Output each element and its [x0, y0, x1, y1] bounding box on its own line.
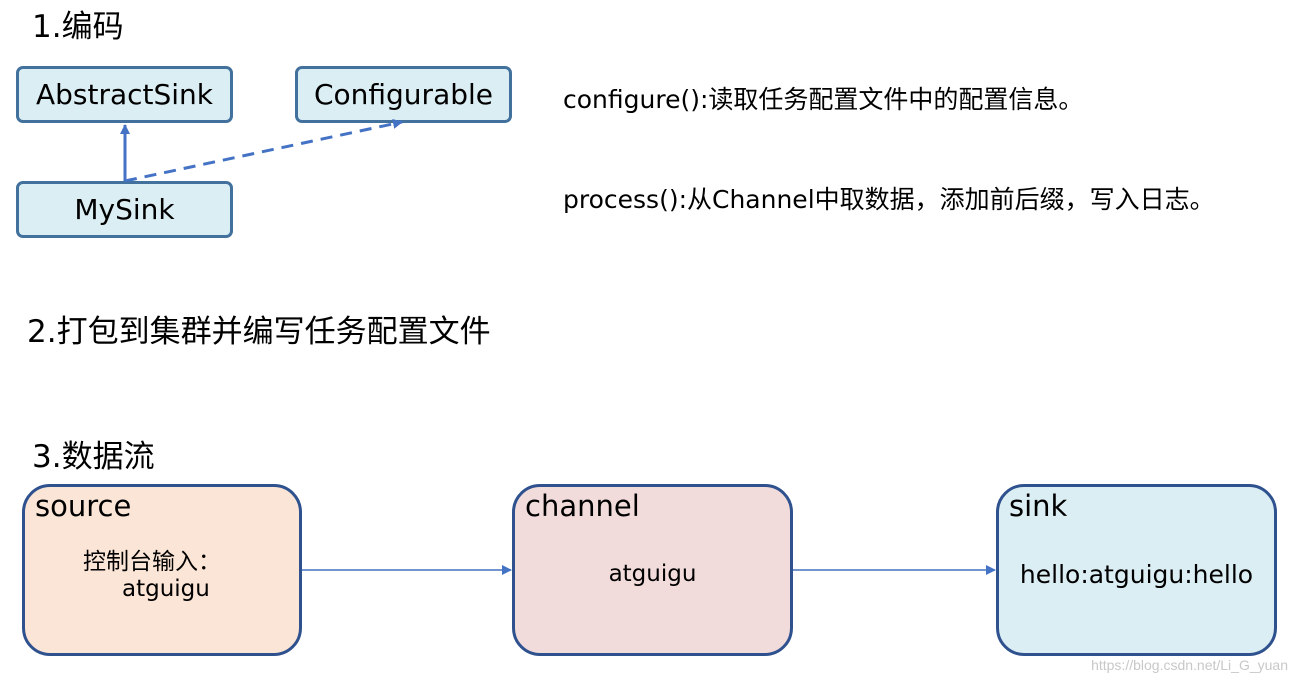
my-sink-box: MySink: [16, 181, 233, 238]
section3-heading: 3.数据流: [32, 439, 155, 475]
sink-title: sink: [1009, 489, 1068, 523]
configurable-label: Configurable: [313, 78, 494, 111]
abstract-sink-label: AbstractSink: [35, 78, 214, 111]
source-box: source 控制台输入： atguigu: [22, 484, 302, 656]
channel-title: channel: [525, 489, 640, 523]
source-input-value: atguigu: [122, 576, 210, 602]
sink-box: sink hello:atguigu:hello: [996, 484, 1277, 656]
my-sink-label: MySink: [74, 193, 175, 226]
configurable-box: Configurable: [295, 66, 512, 123]
watermark: https://blog.csdn.net/Li_G_yuan: [1091, 657, 1288, 673]
sink-value: hello:atguigu:hello: [1019, 560, 1254, 589]
channel-box: channel atguigu: [512, 484, 793, 656]
implements-arrow: [124, 118, 403, 183]
source-input-label: 控制台输入：: [83, 549, 221, 575]
configure-note: configure():读取任务配置文件中的配置信息。: [563, 85, 1084, 114]
source-title: source: [35, 489, 132, 523]
abstract-sink-box: AbstractSink: [16, 66, 233, 123]
channel-value: atguigu: [608, 561, 697, 587]
section2-heading: 2.打包到集群并编写任务配置文件: [27, 314, 491, 350]
process-note: process():从Channel中取数据，添加前后缀，写入日志。: [563, 185, 1215, 214]
section1-heading: 1.编码: [32, 9, 124, 45]
